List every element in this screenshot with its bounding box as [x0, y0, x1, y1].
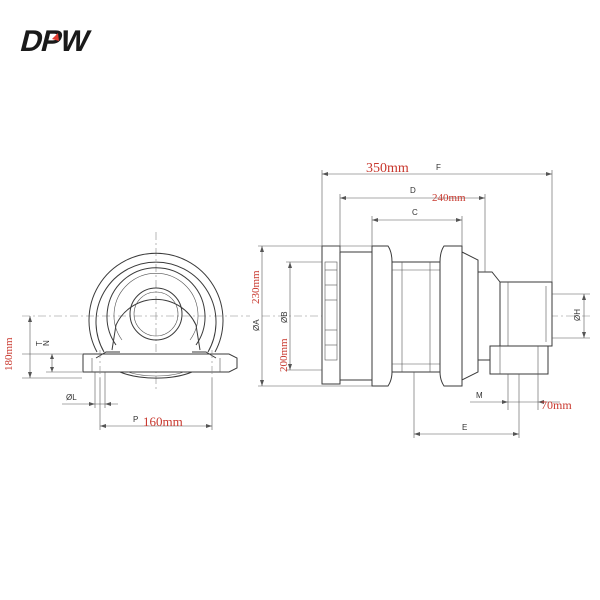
label-L: ØL: [66, 393, 77, 402]
value-M: 70mm: [541, 398, 572, 412]
value-A: 230mm: [250, 270, 262, 304]
logo-text: DPW: [17, 24, 94, 57]
label-D: D: [410, 186, 416, 195]
value-B: 200mm: [278, 338, 290, 372]
label-B: ØB: [280, 311, 289, 323]
value-D: 240mm: [432, 192, 466, 204]
value-T: 180mm: [3, 337, 15, 371]
logo-accent-mark: [52, 33, 59, 41]
front-view: 350mm F D 240mm C 230mm ØA ØB 200mm: [250, 161, 592, 438]
label-H: ØH: [573, 309, 582, 321]
side-view: T 180mm N ØL P 160mm: [3, 232, 250, 430]
label-P: P: [133, 415, 138, 424]
label-M: M: [476, 391, 483, 400]
label-F: F: [436, 163, 441, 172]
label-T: T: [35, 341, 44, 346]
label-A: ØA: [252, 319, 261, 331]
value-P: 160mm: [143, 414, 183, 429]
label-C: C: [412, 208, 418, 217]
label-N: N: [42, 340, 51, 346]
value-F: 350mm: [366, 161, 409, 176]
label-E: E: [462, 423, 467, 432]
dpw-logo: DPW: [17, 24, 94, 57]
